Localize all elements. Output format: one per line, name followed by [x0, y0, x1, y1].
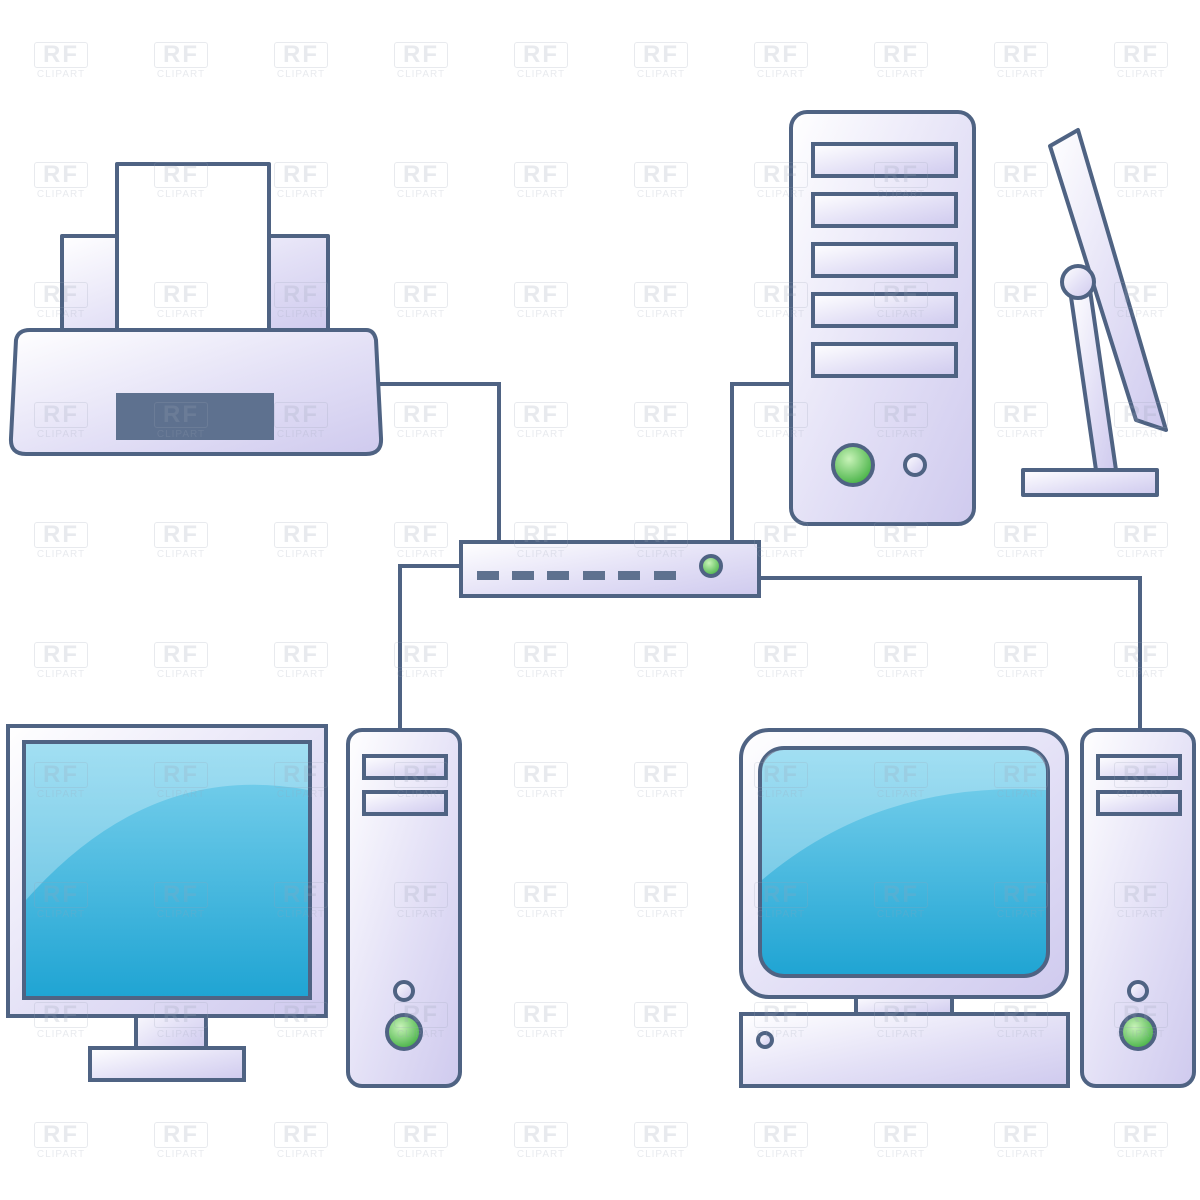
cable-right-workstation-switch — [760, 576, 1142, 730]
tower-power-button — [385, 1013, 423, 1051]
desktop-case — [739, 1012, 1070, 1088]
tower-drive-bay — [362, 754, 448, 780]
printer-body — [8, 328, 384, 456]
tower-power-button — [1119, 1013, 1157, 1051]
tower-case — [346, 728, 462, 1088]
server-drive-bay — [811, 342, 958, 378]
cable-left-workstation-switch — [398, 564, 462, 730]
screen-glare — [762, 750, 1046, 880]
switch-port — [547, 571, 569, 580]
tower-drive-bay — [362, 790, 448, 816]
server-drive-bay — [811, 292, 958, 328]
switch-port — [512, 571, 534, 580]
server-tower-icon — [789, 110, 976, 526]
crt-monitor-screen — [758, 746, 1050, 978]
desktop-case-button — [756, 1031, 774, 1049]
printer-icon — [8, 162, 384, 456]
flat-monitor-screen — [22, 740, 312, 1000]
switch-port — [618, 571, 640, 580]
tower-reset-button — [393, 980, 415, 1002]
server-drive-bay — [811, 142, 958, 178]
tower-reset-button — [1127, 980, 1149, 1002]
lcd-monitor-hinge — [1060, 264, 1096, 300]
lcd-monitor-icon — [1021, 128, 1168, 497]
server-drive-bay — [811, 242, 958, 278]
lcd-monitor-base — [1021, 468, 1159, 497]
switch-status-led — [699, 554, 723, 578]
lcd-monitor-panel — [1048, 128, 1168, 432]
crt-desktop-computer-icon — [739, 728, 1196, 1088]
tower-drive-bay — [1096, 754, 1182, 780]
tower-drive-bay — [1096, 790, 1182, 816]
printer-output-slot — [116, 393, 274, 440]
cable-printer-switch — [378, 382, 501, 542]
server-reset-button — [903, 453, 927, 477]
server-drive-bay — [811, 192, 958, 228]
network-switch-icon — [459, 540, 761, 598]
switch-port — [477, 571, 499, 580]
desktop-computer-icon — [6, 724, 462, 1088]
cable-server-switch — [730, 382, 792, 542]
switch-port — [583, 571, 605, 580]
network-cables — [378, 382, 1142, 730]
flat-monitor-stand-base — [88, 1046, 246, 1082]
printer-paper — [115, 162, 271, 338]
server-power-button — [831, 443, 875, 487]
screen-glare — [26, 744, 308, 900]
switch-ports — [477, 571, 676, 580]
switch-port — [654, 571, 676, 580]
tower-case — [1080, 728, 1196, 1088]
